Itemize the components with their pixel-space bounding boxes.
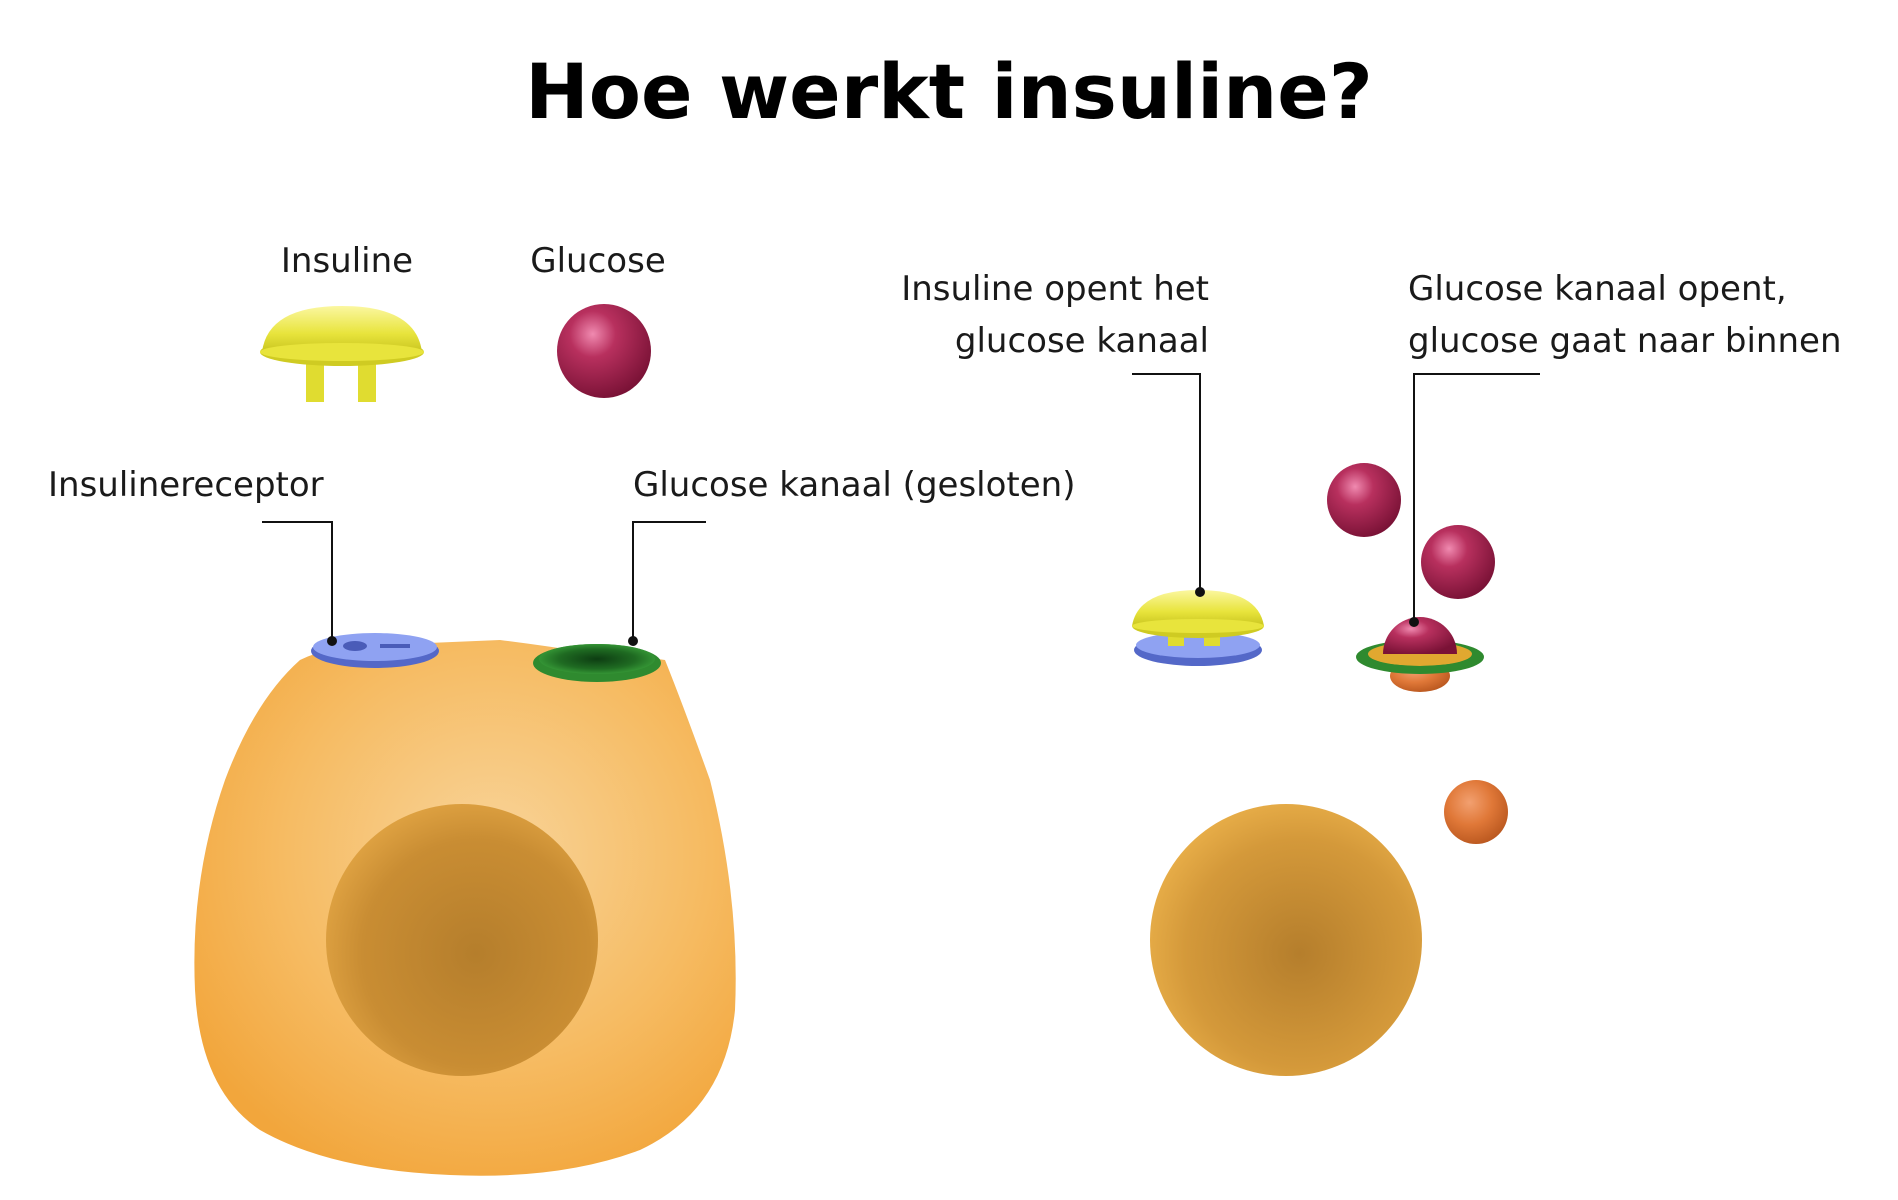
legend-glucose-label: Glucose bbox=[530, 241, 665, 281]
legend-insulin-label: Insuline bbox=[281, 241, 413, 281]
glucose-channel-closed bbox=[533, 644, 661, 682]
channel-open-leader bbox=[1413, 373, 1540, 622]
channel-open-label-line2: glucose gaat naar binnen bbox=[1408, 321, 1842, 361]
insulin-receptor bbox=[311, 633, 439, 668]
insulin-bound-receptor bbox=[1132, 590, 1264, 666]
glucose-molecule bbox=[1421, 525, 1495, 599]
channel-closed-label: Glucose kanaal (gesloten) bbox=[633, 465, 1075, 505]
insulin-opens-label-line2: glucose kanaal bbox=[955, 321, 1209, 361]
glucose-icon bbox=[557, 304, 651, 398]
glucose-molecule bbox=[1327, 463, 1401, 537]
page-title: Hoe werkt insuline? bbox=[525, 47, 1373, 136]
internal-glucose bbox=[1444, 780, 1508, 844]
channel-open-leader-dot bbox=[1409, 617, 1419, 627]
channel-open-label-line1: Glucose kanaal opent, bbox=[1408, 269, 1787, 309]
cell-nucleus-right bbox=[1150, 804, 1422, 1076]
insulin-opens-leader bbox=[1132, 373, 1201, 592]
channel-closed-leader-dot bbox=[628, 636, 638, 646]
receptor-leader-dot bbox=[327, 636, 337, 646]
insulin-opens-leader-dot bbox=[1195, 587, 1205, 597]
receptor-leader bbox=[262, 521, 333, 640]
channel-closed-leader bbox=[632, 521, 706, 641]
receptor-label: Insulinereceptor bbox=[48, 465, 324, 505]
cell-nucleus bbox=[326, 804, 598, 1076]
insulin-opens-label-line1: Insuline opent het bbox=[901, 269, 1209, 309]
insulin-icon bbox=[260, 306, 424, 402]
glucose-channel-open bbox=[1356, 617, 1484, 692]
